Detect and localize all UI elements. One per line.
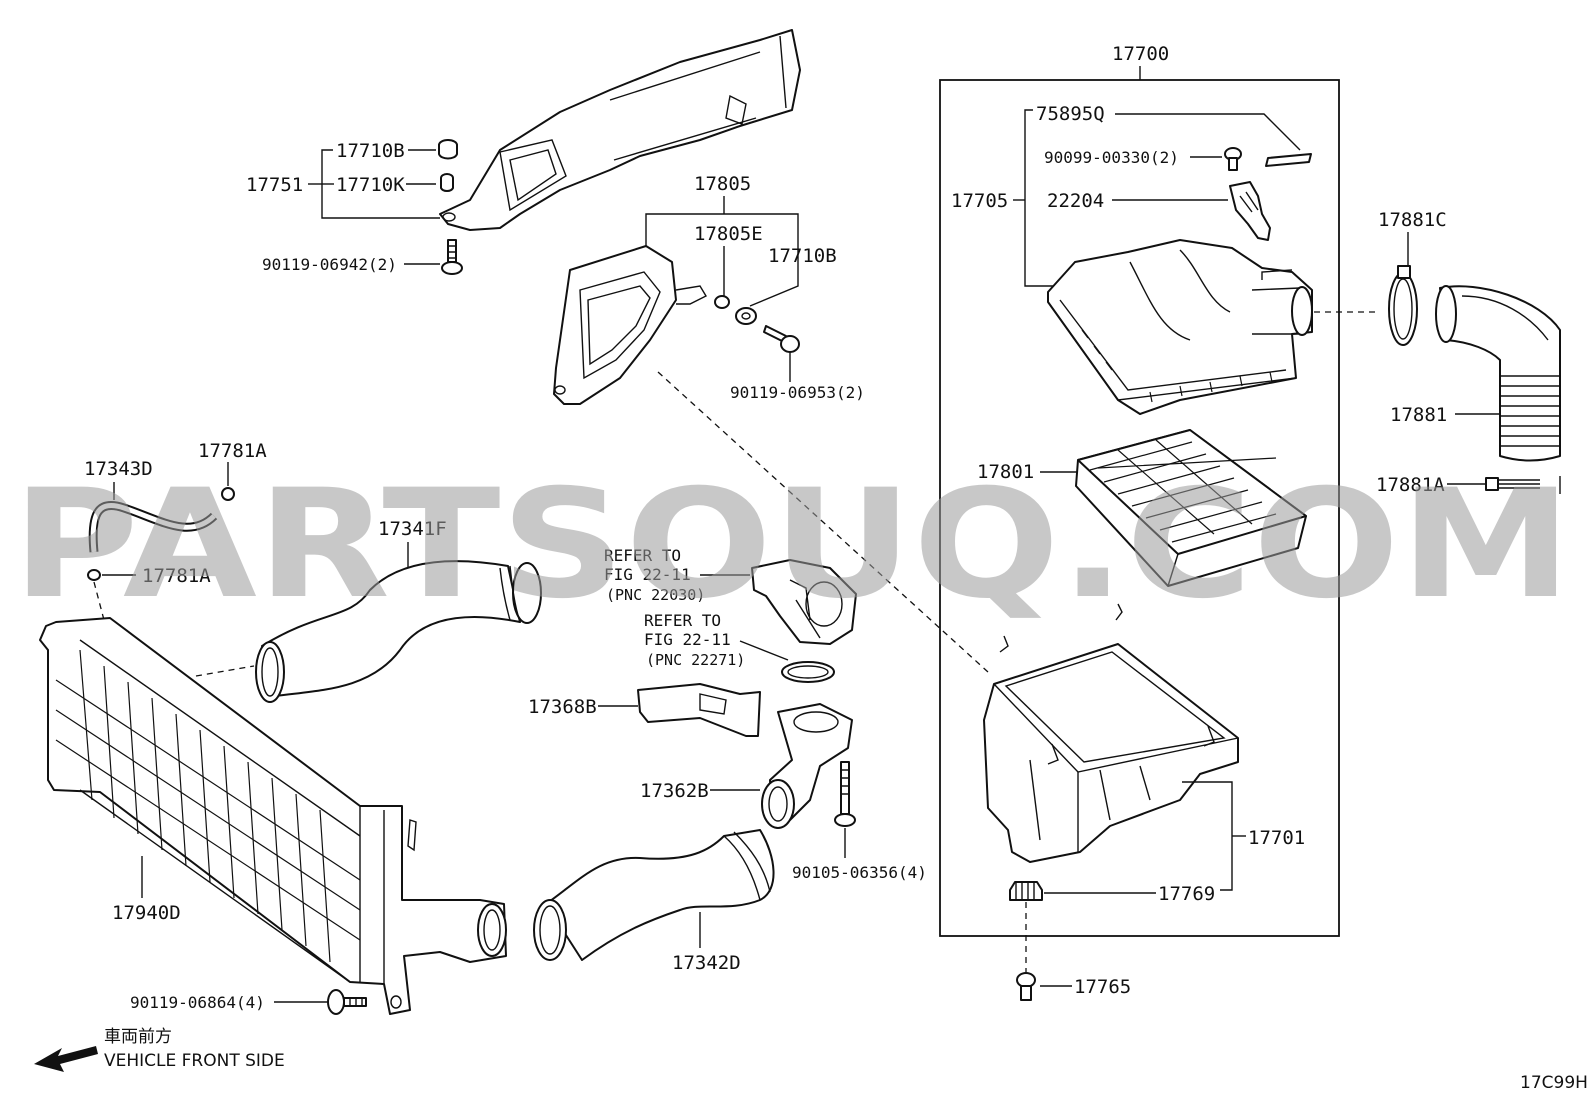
bolt-90119-06953 <box>763 325 800 353</box>
screw-90099-00330 <box>1224 147 1242 171</box>
label-90119-06953[interactable]: 90119-06953(2) <box>730 383 865 402</box>
mass-air-flow-sensor-22204 <box>1229 181 1271 241</box>
label-17781A-bottom[interactable]: 17781A <box>142 565 211 587</box>
label-17801[interactable]: 17801 <box>977 461 1034 483</box>
label-17769[interactable]: 17769 <box>1158 883 1215 905</box>
clip-17781A-top <box>221 487 235 501</box>
bracket-17368B <box>637 683 761 737</box>
ref1-line2[interactable]: FIG 22-11 <box>604 565 691 584</box>
intercooler-pipe-17362B <box>761 703 853 829</box>
collar-17805E <box>714 295 730 309</box>
clip-17781A-bottom <box>87 569 101 581</box>
label-75895Q[interactable]: 75895Q <box>1036 103 1105 125</box>
label-17805[interactable]: 17805 <box>694 173 751 195</box>
collar-17710K <box>440 173 454 192</box>
ref1-line1: REFER TO <box>604 546 681 565</box>
intercooler-hose-17341F <box>255 560 542 703</box>
ref2-line1: REFER TO <box>644 611 721 630</box>
air-filter-element-17801 <box>1075 429 1307 587</box>
intake-hose-17881 <box>1435 285 1561 462</box>
pin-17765 <box>1016 972 1036 1001</box>
ref1-line3: (PNC 22030) <box>606 586 705 604</box>
intercooler-17940D <box>39 617 507 1015</box>
bolt-90119-06942 <box>441 239 463 275</box>
air-cleaner-case-17701 <box>983 603 1239 863</box>
label-90119-06942[interactable]: 90119-06942(2) <box>262 255 397 274</box>
ref2-line3: (PNC 22271) <box>646 651 745 669</box>
label-17710B-mid[interactable]: 17710B <box>768 245 837 267</box>
gasket-22271 <box>781 661 835 683</box>
direction-label-en: VEHICLE FRONT SIDE <box>104 1051 285 1071</box>
label-17710K[interactable]: 17710K <box>336 174 405 196</box>
grommet-17710B-top <box>438 139 458 160</box>
label-17701[interactable]: 17701 <box>1248 827 1305 849</box>
label-17341F[interactable]: 17341F <box>378 518 447 540</box>
ref2-line2[interactable]: FIG 22-11 <box>644 630 731 649</box>
label-17710B-top[interactable]: 17710B <box>336 140 405 162</box>
figure-code: 17C99H <box>1520 1073 1588 1093</box>
label-17881C[interactable]: 17881C <box>1378 209 1447 231</box>
label-17343D[interactable]: 17343D <box>84 458 153 480</box>
arrow-left-icon <box>34 1046 98 1072</box>
air-intake-duct-17751 <box>439 29 801 231</box>
label-17700[interactable]: 17700 <box>1112 43 1169 65</box>
label-17342D[interactable]: 17342D <box>672 952 741 974</box>
bolt-90119-06864 <box>327 989 367 1015</box>
label-17805E[interactable]: 17805E <box>694 223 763 245</box>
label-90099-00330[interactable]: 90099-00330(2) <box>1044 148 1179 167</box>
label-90105-06356[interactable]: 90105-06356(4) <box>792 863 927 882</box>
label-17368B[interactable]: 17368B <box>528 696 597 718</box>
bolt-90105-06356 <box>834 761 856 827</box>
hose-clamp-17881C <box>1388 265 1418 346</box>
grommet-17710B-mid <box>735 307 757 325</box>
grommet-17769 <box>1009 881 1043 901</box>
label-90119-06864[interactable]: 90119-06864(4) <box>130 993 265 1012</box>
label-17362B[interactable]: 17362B <box>640 780 709 802</box>
intercooler-hose-17342D <box>533 829 775 961</box>
air-intake-duct-17805 <box>553 245 707 405</box>
label-17881[interactable]: 17881 <box>1390 404 1447 426</box>
label-17751[interactable]: 17751 <box>246 174 303 196</box>
label-17940D[interactable]: 17940D <box>112 902 181 924</box>
air-cleaner-cap <box>1047 239 1313 415</box>
label-17881A[interactable]: 17881A <box>1376 474 1445 496</box>
label-17765[interactable]: 17765 <box>1074 976 1131 998</box>
throttle-body-22030 <box>751 559 857 645</box>
label-22204[interactable]: 22204 <box>1047 190 1104 212</box>
label-17781A-top[interactable]: 17781A <box>198 440 267 462</box>
bolt-17881A <box>1485 476 1561 494</box>
direction-label-jp: 車両前方 <box>104 1027 172 1047</box>
label-17705[interactable]: 17705 <box>951 190 1008 212</box>
watermark: PARTSOUQ.COM <box>12 458 1572 632</box>
label-plate-75895Q <box>1265 153 1312 167</box>
